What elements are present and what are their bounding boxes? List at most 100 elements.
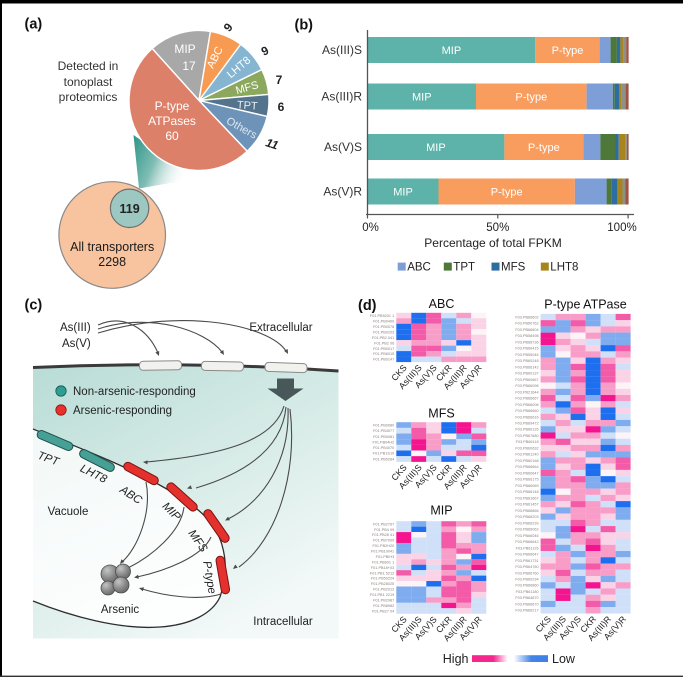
- svg-text:7: 7: [276, 73, 283, 87]
- svg-text:F01.PB0203: F01.PB0203: [373, 330, 394, 334]
- svg-text:F03.PB64760: F03.PB64760: [515, 565, 538, 569]
- svg-text:F03.PB61731: F03.PB61731: [515, 559, 538, 563]
- svg-text:F03.PB60168: F03.PB60168: [515, 459, 538, 463]
- svg-text:Extracellular: Extracellular: [249, 322, 312, 334]
- svg-text:F03.PB64870: F03.PB64870: [515, 596, 538, 600]
- svg-text:F03.PB66069: F03.PB66069: [515, 484, 538, 488]
- svg-text:F01.PB2987: F01.PB2987: [373, 598, 394, 602]
- svg-text:F03.PB61180: F03.PB61180: [516, 590, 539, 594]
- svg-text:F03.PB60762: F03.PB60762: [515, 322, 538, 326]
- svg-text:F01.PB601 1: F01.PB601 1: [372, 560, 394, 564]
- svg-text:F01.PB2.041: F01.PB2.041: [372, 336, 394, 340]
- svg-text:P-type: P-type: [200, 560, 218, 595]
- svg-text:F03.PB66647: F03.PB66647: [515, 553, 538, 557]
- svg-text:F03.PB66760: F03.PB66760: [515, 571, 538, 575]
- svg-text:F01.PB28025: F01.PB28025: [371, 582, 394, 586]
- svg-text:As(V): As(V): [62, 338, 91, 350]
- svg-text:F03.PB61240: F03.PB61240: [515, 453, 538, 457]
- svg-text:F01.PBIH3: F01.PBIH3: [376, 555, 395, 559]
- svg-text:P-type: P-type: [515, 92, 547, 104]
- svg-text:17: 17: [182, 59, 196, 73]
- svg-text:ABC: ABC: [429, 297, 455, 311]
- svg-text:F03.PB66602: F03.PB66602: [515, 315, 538, 319]
- svg-text:Non-arsenic-responding: Non-arsenic-responding: [73, 386, 196, 398]
- svg-text:F01.PB50224: F01.PB50224: [371, 577, 394, 581]
- svg-text:F01.PB28 41: F01.PB28 41: [372, 533, 394, 537]
- svg-text:As(III): As(III): [60, 322, 91, 334]
- svg-text:F03.PB61457: F03.PB61457: [515, 503, 538, 507]
- svg-text:F03.PB66006: F03.PB66006: [515, 403, 538, 407]
- svg-text:F03.PB66860: F03.PB66860: [515, 584, 538, 588]
- svg-text:MIP: MIP: [426, 142, 446, 154]
- svg-text:F01.PB0400: F01.PB0400: [373, 319, 394, 323]
- svg-text:High: High: [443, 652, 469, 666]
- svg-text:As(V)S: As(V)S: [324, 140, 362, 154]
- svg-text:MFS: MFS: [501, 261, 526, 273]
- svg-text:(a): (a): [25, 17, 43, 33]
- svg-text:F01.PB1 2219: F01.PB1 2219: [370, 593, 394, 597]
- svg-text:ABC: ABC: [407, 261, 431, 273]
- svg-text:F03.PB21644: F03.PB21644: [515, 390, 538, 394]
- svg-text:(b): (b): [295, 18, 314, 34]
- svg-text:F01.PB10041: F01.PB10041: [371, 550, 394, 554]
- svg-text:F01.PB04H2: F01.PB04H2: [372, 440, 394, 444]
- svg-text:F03.PB66415: F03.PB66415: [515, 347, 538, 351]
- svg-text:As(III)S: As(III)S: [322, 43, 362, 57]
- svg-text:6: 6: [278, 100, 285, 114]
- svg-text:F03.PB66203: F03.PB66203: [515, 515, 538, 519]
- svg-text:F03.PB66126: F03.PB66126: [515, 428, 538, 432]
- svg-text:F03.PB66239: F03.PB66239: [515, 521, 538, 525]
- svg-text:F03.PB66664: F03.PB66664: [515, 465, 538, 469]
- svg-text:F03.PB66062: F03.PB66062: [515, 528, 538, 532]
- svg-text:F01.PB1S10: F01.PB1S10: [373, 452, 395, 456]
- svg-text:(c): (c): [25, 298, 43, 314]
- svg-text:11: 11: [264, 135, 280, 152]
- svg-text:F01.PB4 09: F01.PB4 09: [374, 528, 394, 532]
- svg-text:F03.PB68736: F03.PB68736: [515, 340, 538, 344]
- svg-text:F03.PB66096: F03.PB66096: [515, 384, 538, 388]
- svg-text:F01.PB18+03: F01.PB18+03: [371, 566, 394, 570]
- svg-text:F03.PB69472: F03.PB69472: [515, 422, 538, 426]
- svg-text:F03.PB66148: F03.PB66148: [515, 490, 538, 494]
- svg-text:F01.PB4077: F01.PB4077: [373, 429, 394, 433]
- svg-text:F03.PB60647: F03.PB60647: [515, 471, 538, 475]
- svg-text:F03.PB60667: F03.PB60667: [515, 378, 538, 382]
- svg-text:Vacuole: Vacuole: [48, 506, 89, 518]
- svg-text:All transporters: All transporters: [70, 240, 154, 254]
- svg-text:F03.PB60137: F03.PB60137: [515, 372, 538, 376]
- svg-text:F03.PB66046: F03.PB66046: [515, 534, 538, 538]
- svg-text:TPT: TPT: [236, 99, 258, 112]
- svg-text:As(III)R: As(III)R: [321, 90, 362, 104]
- svg-text:F03.PB66604: F03.PB66604: [515, 328, 538, 332]
- svg-text:tonoplast: tonoplast: [64, 75, 113, 89]
- svg-text:MIP: MIP: [174, 42, 195, 56]
- svg-text:LHT8: LHT8: [550, 261, 578, 273]
- svg-text:60: 60: [165, 129, 179, 143]
- svg-text:F03.PB61126: F03.PB61126: [516, 546, 539, 550]
- svg-text:MFS: MFS: [428, 407, 454, 421]
- svg-text:119: 119: [120, 202, 140, 216]
- svg-text:F03.PB60632: F03.PB60632: [515, 446, 538, 450]
- svg-text:F01.PB0147: F01.PB0147: [373, 358, 394, 362]
- svg-text:Intracellular: Intracellular: [253, 616, 313, 628]
- svg-text:proteomics: proteomics: [59, 90, 118, 104]
- svg-text:F03.PB66670: F03.PB66670: [515, 602, 538, 606]
- svg-text:F03.PB58498: F03.PB58498: [515, 334, 538, 338]
- svg-text:MIP: MIP: [442, 45, 462, 57]
- svg-text:F03.PB66866: F03.PB66866: [515, 509, 538, 513]
- svg-text:(d): (d): [358, 298, 377, 314]
- svg-text:F01.PB6015: F01.PB6015: [373, 352, 394, 356]
- svg-text:F03.PB61667: F03.PB61667: [515, 496, 538, 500]
- svg-text:P-type: P-type: [528, 142, 560, 154]
- svg-text:MIP: MIP: [430, 504, 452, 518]
- svg-text:F03.PB66175: F03.PB66175: [515, 478, 538, 482]
- svg-text:P-type: P-type: [491, 187, 523, 199]
- svg-text:F01.PB5201 1: F01.PB5201 1: [370, 314, 394, 318]
- svg-text:F03.PB60248: F03.PB60248: [515, 359, 538, 363]
- svg-text:F01.PB5284: F01.PB5284: [373, 457, 394, 461]
- svg-text:F03.PB66616: F03.PB66616: [515, 415, 538, 419]
- svg-text:F03.PB66660: F03.PB66660: [515, 409, 538, 413]
- svg-text:As(V)R: As(V)R: [323, 185, 362, 199]
- svg-text:Arsenic-responding: Arsenic-responding: [73, 405, 172, 417]
- svg-text:F03.PB66142: F03.PB66142: [515, 365, 538, 369]
